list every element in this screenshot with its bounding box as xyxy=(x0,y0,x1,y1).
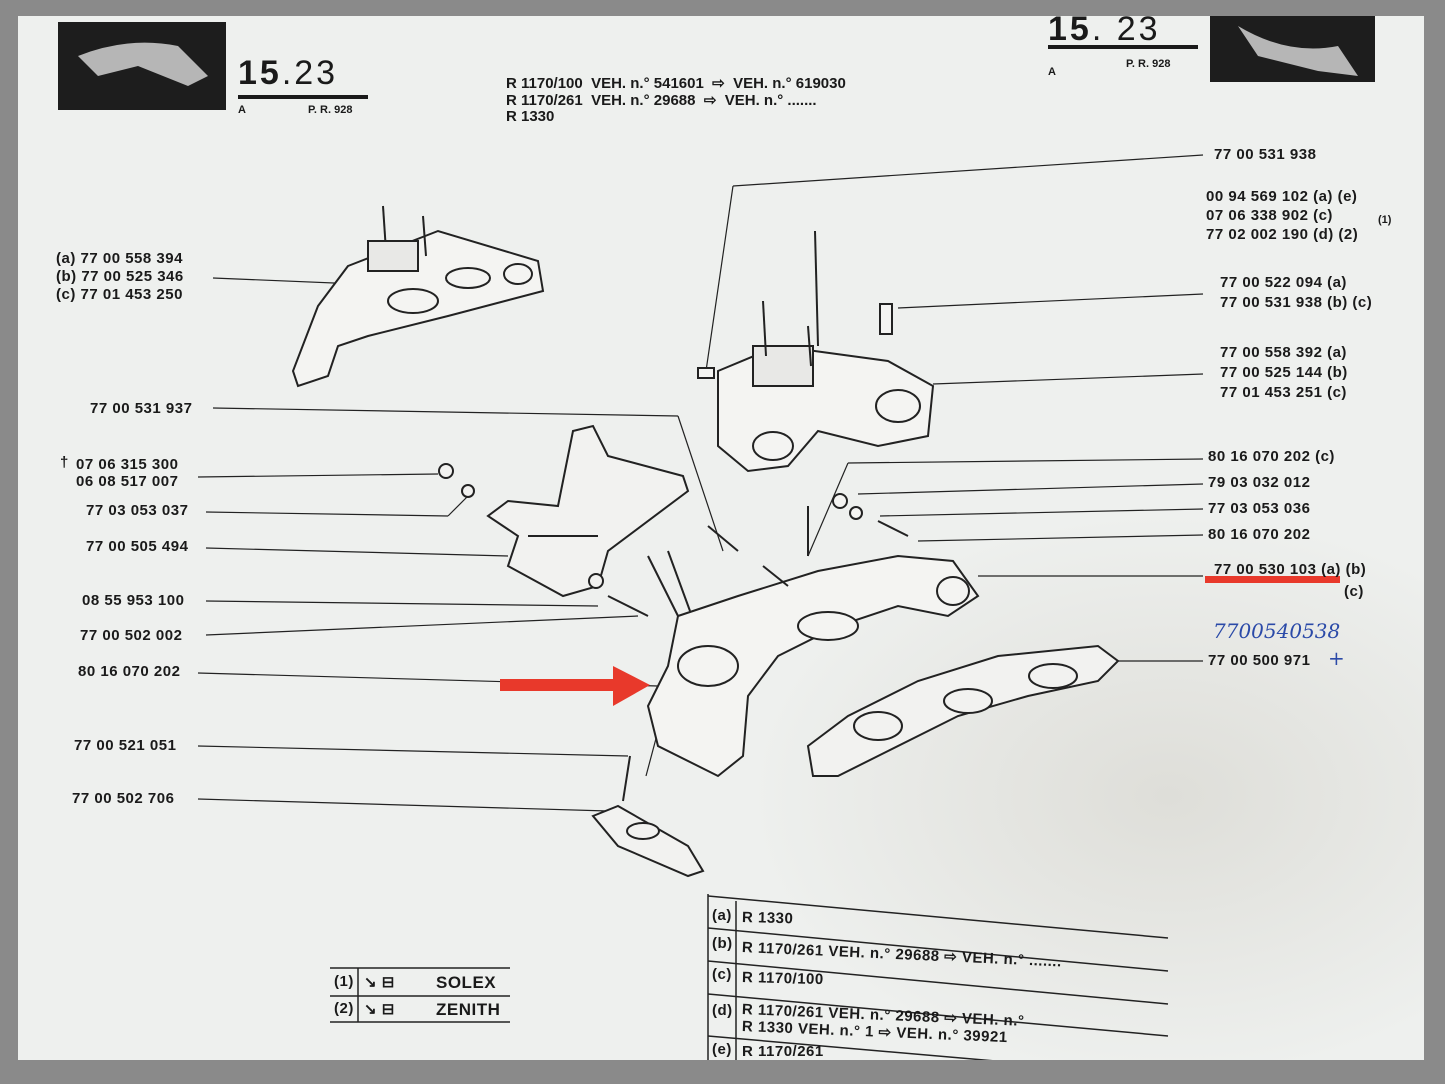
part-number: 77 00 531 938 xyxy=(1214,146,1317,163)
variant-ref: (c) xyxy=(1344,583,1364,600)
part-number: 00 94 569 102 (a) (e) xyxy=(1206,188,1358,205)
applicability-row: R 1330 xyxy=(506,108,555,125)
handwritten-mark: + xyxy=(1328,646,1345,670)
applicability-row: R 1170/261 VEH. n.° 29688 ⇨ VEH. n.° ...… xyxy=(506,92,817,109)
part-number: 06 08 517 007 xyxy=(76,473,179,490)
part-number: 77 00 505 494 xyxy=(86,538,189,555)
pr-label-left: P. R. 928 xyxy=(308,104,353,116)
table-key: (b) xyxy=(712,935,733,952)
pr-label-right: P. R. 928 xyxy=(1126,58,1171,70)
lower-gasket xyxy=(591,755,705,878)
part-number: 79 03 032 012 xyxy=(1208,474,1311,491)
manifold-gasket xyxy=(806,644,1120,777)
dagger-mark: † xyxy=(60,454,69,471)
arrow-right-icon: ⇨ xyxy=(712,75,725,92)
part-number: (b) 77 00 525 346 xyxy=(56,268,184,285)
section-number-right: 15. 23 xyxy=(1048,16,1161,48)
legend-name: ZENITH xyxy=(436,1000,501,1019)
intake-manifold-main xyxy=(607,493,980,778)
part-number: 77 02 002 190 (d) (2) xyxy=(1206,226,1359,243)
part-number: 07 06 338 902 (c) xyxy=(1206,207,1333,224)
variant-label-right: A xyxy=(1048,66,1056,78)
intake-manifold-small xyxy=(291,205,545,388)
highlight-underline xyxy=(1205,576,1340,583)
table-row: R 1170/100 xyxy=(741,969,824,989)
table-key: (c) xyxy=(712,966,732,983)
part-number: 77 00 558 392 (a) xyxy=(1220,344,1347,361)
table-key: (e) xyxy=(712,1041,732,1058)
bracket-plate xyxy=(438,424,690,598)
part-number: 80 16 070 202 (c) xyxy=(1208,448,1335,465)
note-ref: (1) xyxy=(1378,214,1392,226)
highlight-arrow xyxy=(500,666,650,706)
part-number: 77 00 531 937 xyxy=(90,400,193,417)
intake-manifold-upper xyxy=(697,230,935,473)
table-row: R 1170/261 xyxy=(742,1043,824,1060)
table-key: (a) xyxy=(712,907,732,924)
part-number: 07 06 315 300 xyxy=(76,456,179,473)
part-number: (a) 77 00 558 394 xyxy=(56,250,183,267)
part-number: 77 01 453 251 (c) xyxy=(1220,384,1347,401)
applicability-row: R 1170/100 VEH. n.° 541601 ⇨ VEH. n.° 61… xyxy=(506,75,846,92)
table-key: (d) xyxy=(712,1002,733,1019)
handwritten-part-number: 7700540538 xyxy=(1213,619,1341,643)
part-number: 80 16 070 202 xyxy=(1208,526,1311,543)
part-number: 77 00 521 051 xyxy=(74,737,177,754)
part-number: 77 00 522 094 (a) xyxy=(1220,274,1347,291)
zenith-icon: ↘ ⊟ xyxy=(364,1001,395,1018)
part-number: 77 00 502 002 xyxy=(80,627,183,644)
parts-catalog-page: 15.23 A P. R. 928 15. 23 A P. R. 928 R 1… xyxy=(18,16,1424,1060)
section-number-left: 15.23 xyxy=(238,54,339,92)
part-number: 77 00 531 938 (b) (c) xyxy=(1220,294,1373,311)
legend-num: (1) xyxy=(334,973,354,990)
part-number: 77 00 500 971 xyxy=(1208,652,1311,669)
part-number-highlighted: 77 00 530 103 (a) (b) xyxy=(1214,561,1367,578)
arrow-right-icon: ⇨ xyxy=(703,92,717,109)
exploded-diagram xyxy=(58,16,1375,1060)
part-number: 77 00 525 144 (b) xyxy=(1220,364,1348,381)
solex-icon: ↘ ⊟ xyxy=(364,974,395,991)
part-number: (c) 77 01 453 250 xyxy=(56,286,183,303)
part-number: 77 03 053 037 xyxy=(86,502,189,519)
part-number: 08 55 953 100 xyxy=(82,592,185,609)
part-number: 77 03 053 036 xyxy=(1208,500,1311,517)
part-number: 77 00 502 706 xyxy=(72,790,175,807)
legend-name: SOLEX xyxy=(436,973,497,992)
part-number: 80 16 070 202 xyxy=(78,663,181,680)
legend-num: (2) xyxy=(334,1000,354,1017)
table-row: R 1330 xyxy=(741,909,794,928)
variant-label-left: A xyxy=(238,104,246,116)
